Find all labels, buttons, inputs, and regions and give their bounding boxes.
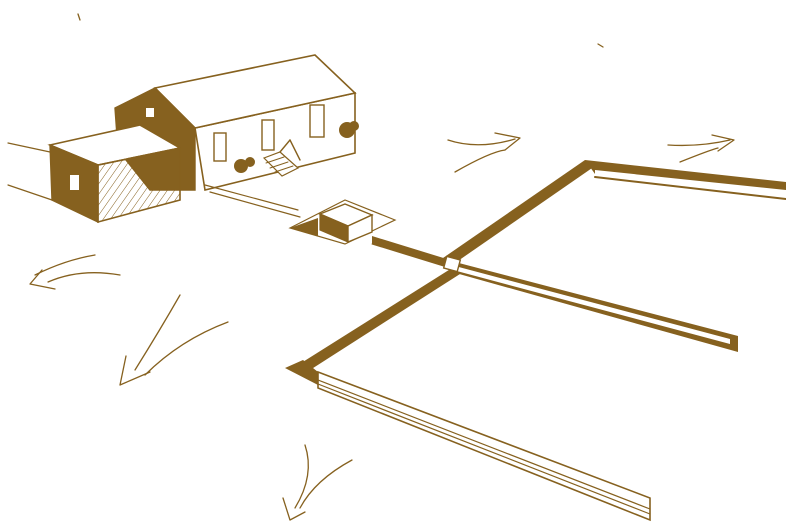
garage-window bbox=[70, 175, 79, 190]
trench-bottom-edge bbox=[318, 372, 650, 520]
shrub bbox=[245, 157, 255, 167]
arrow-left-icon bbox=[30, 255, 120, 289]
outlet-pipe bbox=[372, 236, 450, 268]
arrow-right-icon bbox=[668, 135, 734, 162]
attached-garage bbox=[50, 125, 180, 222]
trench-diagonal-upper bbox=[443, 160, 595, 263]
house-door bbox=[262, 120, 274, 150]
house-window bbox=[310, 105, 324, 137]
gable-window bbox=[146, 108, 154, 117]
shrub bbox=[349, 121, 359, 131]
house-sewer-line bbox=[205, 185, 300, 217]
ground-line bbox=[8, 185, 52, 200]
septic-tank bbox=[290, 200, 395, 244]
arrow-right-icon bbox=[448, 133, 520, 172]
ground-line bbox=[8, 143, 50, 152]
arrow-down-left-icon bbox=[120, 295, 228, 385]
trench-diagonal-lower bbox=[298, 268, 460, 370]
house-window bbox=[214, 133, 226, 161]
outlet-pipe-dark bbox=[372, 236, 450, 268]
distribution-box bbox=[444, 256, 461, 271]
arrow-down-icon bbox=[283, 445, 352, 520]
dispersal-arrows bbox=[30, 14, 734, 520]
